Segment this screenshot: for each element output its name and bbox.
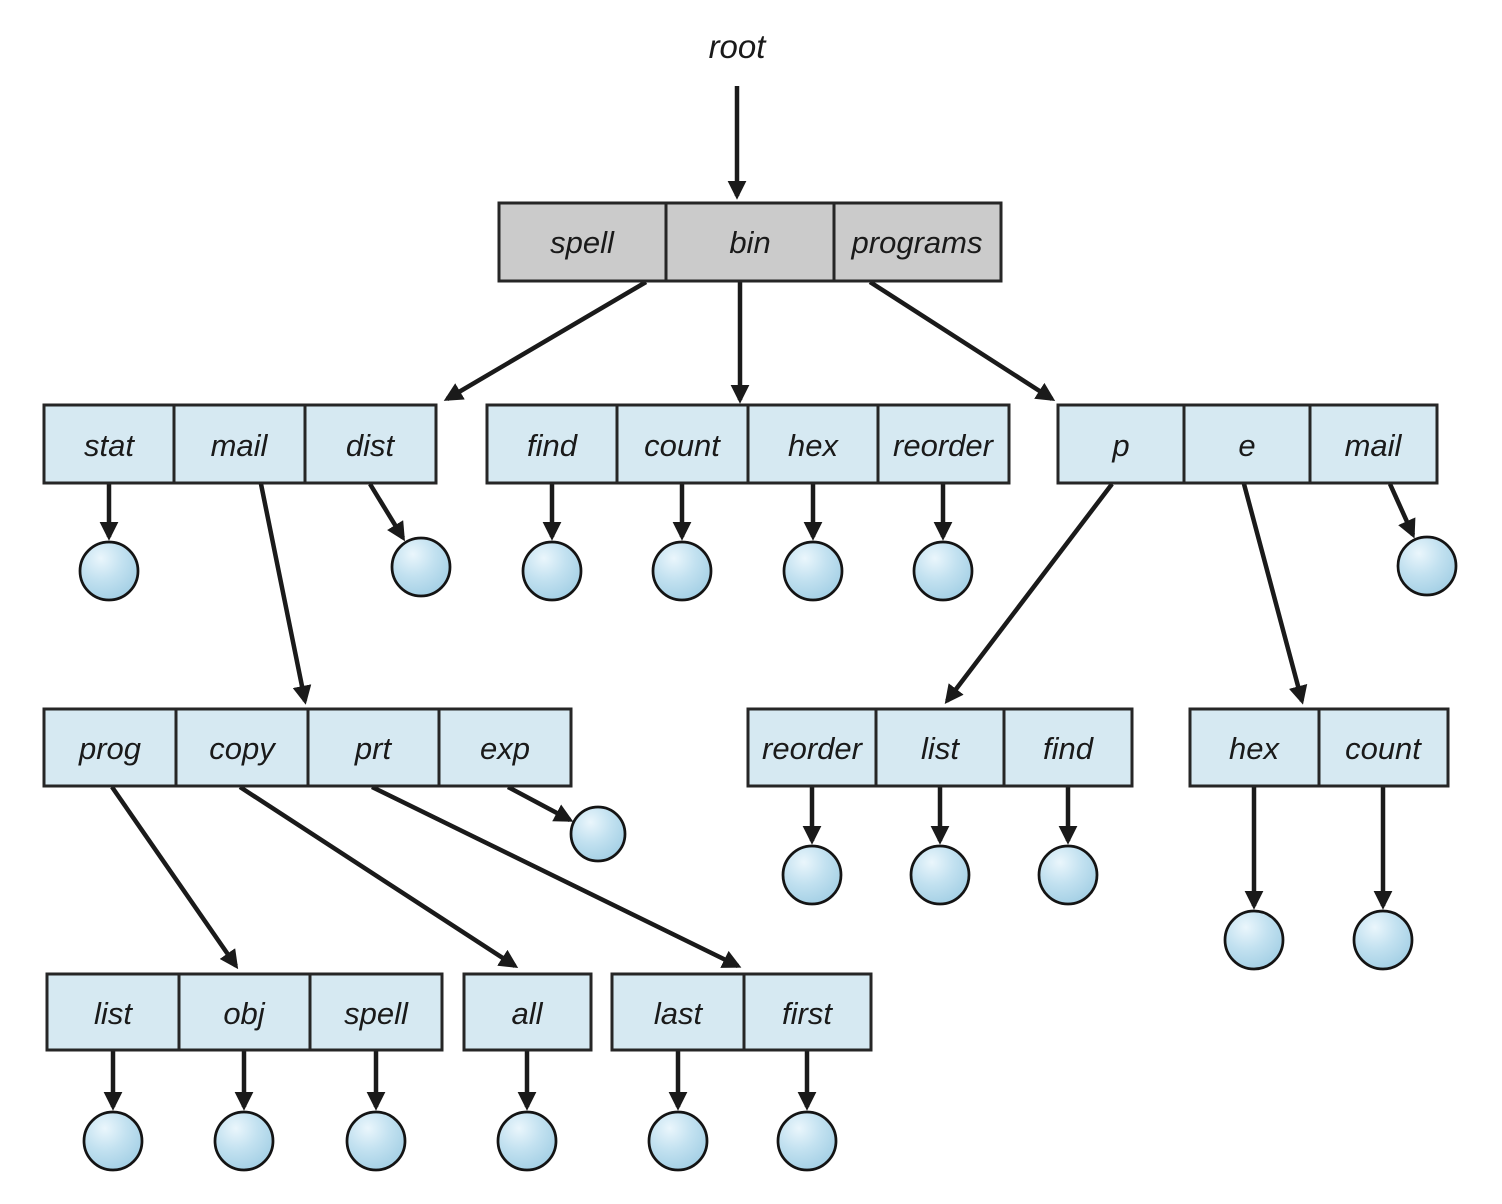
edge-copy-to-dir bbox=[238, 785, 519, 969]
dir-cell-count3 bbox=[1317, 707, 1450, 788]
file-circle-list4 bbox=[82, 1110, 144, 1172]
dir-cell-bin bbox=[664, 201, 836, 283]
dir-cell-label: reorder bbox=[762, 731, 864, 766]
file-circle-find3 bbox=[1037, 844, 1099, 906]
directory-table-e: hex count bbox=[1188, 707, 1450, 788]
dir-cell-list3 bbox=[874, 707, 1006, 788]
edge-spell-to-dir bbox=[443, 280, 648, 401]
dir-cell-label: mail bbox=[211, 428, 269, 463]
directory-table-mail: prog copy prt exp bbox=[42, 707, 573, 788]
file-circle-reorder3 bbox=[781, 844, 843, 906]
dir-cell-stat bbox=[42, 403, 176, 485]
file-circle-reorder bbox=[912, 540, 974, 602]
dir-cell-label: first bbox=[782, 996, 833, 1031]
dir-cell-label: spell bbox=[344, 996, 409, 1031]
edge-e-to-dir bbox=[1241, 483, 1308, 705]
dir-cell-label: prt bbox=[354, 731, 393, 766]
dir-cell-list4 bbox=[45, 972, 181, 1052]
edge-exp-to-file bbox=[506, 785, 574, 822]
file-circle-all4 bbox=[496, 1110, 558, 1172]
dir-cell-label: find bbox=[1043, 731, 1095, 766]
dir-cell-prt bbox=[306, 707, 441, 788]
dir-cell-label: list bbox=[921, 731, 960, 766]
file-circle-count3 bbox=[1352, 909, 1414, 971]
file-nodes bbox=[78, 535, 1458, 1172]
file-circle-last4 bbox=[647, 1110, 709, 1172]
dir-cell-all4 bbox=[462, 972, 593, 1052]
dir-cell-obj4 bbox=[177, 972, 312, 1052]
file-circle-list3 bbox=[909, 844, 971, 906]
dir-cell-label: all bbox=[511, 996, 543, 1031]
dir-cell-copy bbox=[174, 707, 310, 788]
dir-cell-label: obj bbox=[223, 996, 265, 1031]
dir-cell-label: hex bbox=[1229, 731, 1280, 766]
dir-cell-label: find bbox=[527, 428, 579, 463]
edge-dist-to-file bbox=[368, 482, 405, 542]
file-circle-find bbox=[521, 540, 583, 602]
edges bbox=[99, 86, 1416, 1111]
dir-cell-label: last bbox=[654, 996, 704, 1031]
dir-cell-label: prog bbox=[78, 731, 141, 766]
dir-cell-e bbox=[1182, 403, 1312, 485]
directory-table-prt: last first bbox=[610, 972, 873, 1052]
edge-mail-to-dir bbox=[258, 483, 312, 705]
dir-cell-label: reorder bbox=[893, 428, 995, 463]
dir-cell-mail bbox=[172, 403, 307, 485]
dir-cell-count bbox=[615, 403, 750, 485]
directory-table-prog: list obj spell bbox=[45, 972, 444, 1052]
dir-cell-reorder bbox=[876, 403, 1011, 485]
root-label: root bbox=[709, 28, 768, 65]
dir-cell-label: copy bbox=[209, 731, 277, 766]
directory-table-programs: p e mail bbox=[1056, 403, 1439, 485]
dir-cell-reorder3 bbox=[746, 707, 878, 788]
file-circle-dist bbox=[390, 536, 452, 598]
file-circle-hex3 bbox=[1223, 909, 1285, 971]
file-circle-exp bbox=[569, 805, 627, 863]
file-circle-hex bbox=[782, 540, 844, 602]
directory-table-root: spell bin programs bbox=[497, 201, 1003, 283]
edge-p-to-dir bbox=[944, 482, 1114, 705]
edge-mail2-to-file bbox=[1387, 483, 1416, 539]
directory-table-copy: all bbox=[462, 972, 593, 1052]
dir-cell-label: p bbox=[1111, 428, 1129, 463]
dir-cell-first4 bbox=[742, 972, 873, 1052]
dir-cell-dist bbox=[303, 403, 438, 485]
dir-cell-label: bin bbox=[729, 225, 770, 260]
file-circle-count bbox=[651, 540, 713, 602]
dir-cell-label: hex bbox=[788, 428, 839, 463]
dir-cell-label: programs bbox=[851, 225, 983, 260]
directory-table-bin: find count hex reorder bbox=[485, 403, 1011, 485]
file-circle-stat bbox=[78, 540, 140, 602]
dir-cell-find bbox=[485, 403, 619, 485]
dir-cell-label: stat bbox=[84, 428, 135, 463]
dir-cell-programs bbox=[832, 201, 1003, 283]
edge-prog-to-dir bbox=[110, 785, 239, 970]
dir-cell-label: count bbox=[644, 428, 721, 463]
dir-cell-label: spell bbox=[550, 225, 615, 260]
dir-cell-hex bbox=[746, 403, 880, 485]
edge-prt-to-dir bbox=[371, 784, 742, 969]
dir-cell-p bbox=[1056, 403, 1186, 485]
file-circle-spell4 bbox=[345, 1110, 407, 1172]
dir-cell-label: list bbox=[94, 996, 133, 1031]
file-circle-mail2 bbox=[1396, 535, 1458, 597]
dir-cell-exp bbox=[437, 707, 573, 788]
dir-cell-find3 bbox=[1002, 707, 1134, 788]
dir-cell-label: e bbox=[1238, 428, 1255, 463]
directory-table-p: reorder list find bbox=[746, 707, 1134, 788]
dir-cell-label: count bbox=[1345, 731, 1422, 766]
dir-cell-mail2 bbox=[1308, 403, 1439, 485]
edge-programs-to-dir bbox=[868, 280, 1056, 402]
directory-table-spell: stat mail dist bbox=[42, 403, 438, 485]
dir-cell-label: exp bbox=[480, 731, 530, 766]
dir-cell-last4 bbox=[610, 972, 746, 1052]
file-circle-obj4 bbox=[213, 1110, 275, 1172]
dir-cell-label: mail bbox=[1345, 428, 1403, 463]
dir-cell-label: dist bbox=[346, 428, 396, 463]
file-circle-first4 bbox=[776, 1110, 838, 1172]
dir-cell-spell4 bbox=[308, 972, 444, 1052]
